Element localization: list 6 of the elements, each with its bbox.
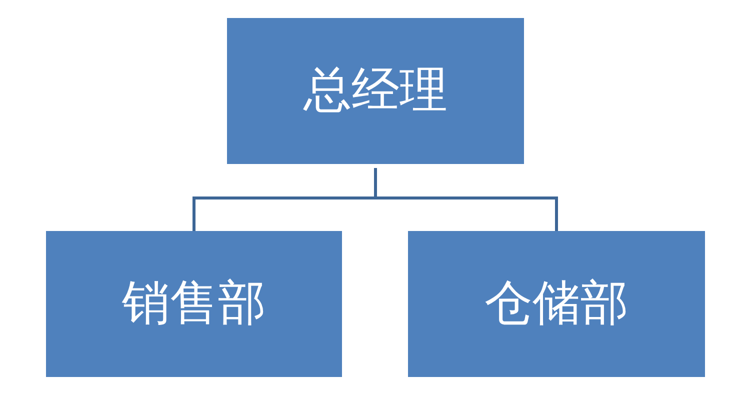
org-box <box>227 18 524 164</box>
org-box <box>408 231 705 377</box>
department-title: 仓储部 <box>484 278 628 330</box>
department-title: 总经理 <box>304 64 448 118</box>
org-box <box>46 231 342 377</box>
department-title: 销售部 <box>122 278 266 330</box>
